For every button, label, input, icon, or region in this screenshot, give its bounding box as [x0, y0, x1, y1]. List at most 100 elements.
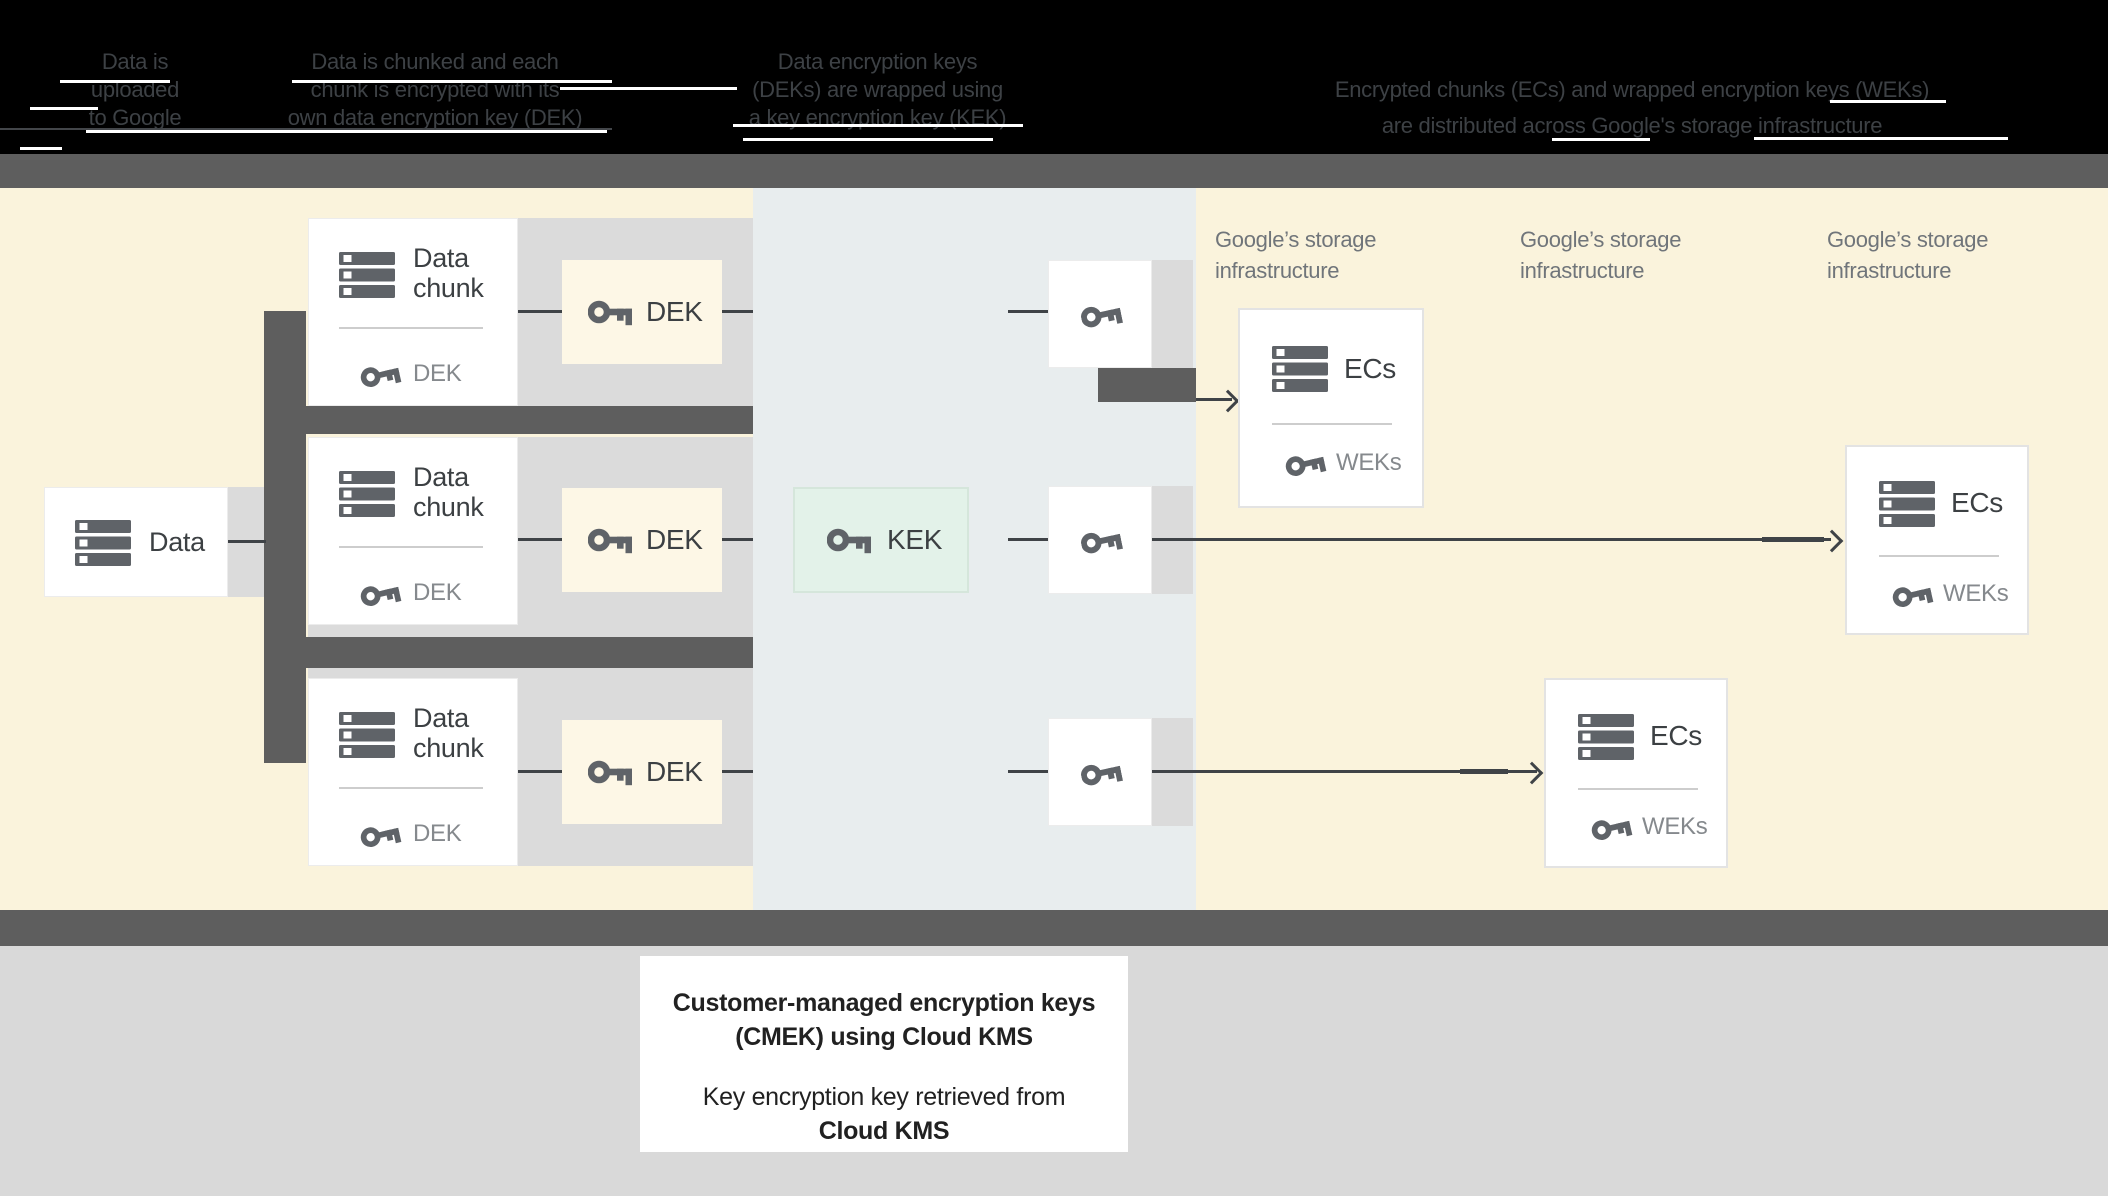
key-icon — [1587, 810, 1634, 847]
divider-line — [1272, 423, 1392, 425]
header-col-distribution: Encrypted chunks (ECs) and wrapped encry… — [1306, 72, 1958, 144]
divider-line — [1578, 788, 1698, 790]
divider-line — [1879, 555, 1999, 557]
divider-band-top — [0, 154, 2108, 188]
weks-label: WEKs — [1943, 580, 2009, 607]
key-icon — [356, 817, 403, 854]
connector-line — [1008, 770, 1048, 773]
key-icon — [1078, 522, 1123, 560]
connector-line — [1008, 310, 1048, 313]
header-text-line: Data encryption keys — [777, 49, 978, 74]
header-streak — [60, 80, 170, 83]
header-text-line: (DEKs) are wrapped using — [752, 77, 1003, 102]
arrow-line-seam — [1762, 537, 1824, 542]
header-streak — [292, 80, 612, 83]
header-streak — [733, 124, 1023, 127]
chunk-title: Data — [413, 462, 469, 492]
ecs-box-label: ECs — [1344, 353, 1396, 384]
chunk-title: chunk — [413, 492, 484, 522]
header-col-chunking: Data is chunked and each chunk is encryp… — [240, 48, 630, 132]
data-chunk-box: Data chunk DEK — [308, 678, 518, 866]
chunk-dek-label: DEK — [413, 820, 462, 847]
kek-box: KEK — [793, 487, 969, 593]
divider-line — [339, 787, 483, 789]
server-icon — [75, 520, 131, 566]
data-flow-branch — [1098, 368, 1196, 402]
cmek-info-line: Key encryption key retrieved from — [702, 1083, 1066, 1111]
storage-infrastructure-label: Google’s storage infrastructure — [1520, 224, 1780, 286]
key-icon — [588, 524, 632, 556]
storage-infrastructure-label: Google’s storage infrastructure — [1827, 224, 2087, 286]
chunk-title: chunk — [413, 733, 484, 763]
dek-box: DEK — [562, 260, 722, 364]
data-box: Data — [44, 487, 228, 597]
header-text-line: own data encryption key (DEK) — [287, 105, 583, 130]
header-streak — [20, 147, 62, 150]
connector-line — [518, 770, 562, 773]
server-icon — [339, 252, 395, 298]
server-icon — [339, 712, 395, 758]
key-icon — [1281, 446, 1328, 483]
arrowhead-icon — [1216, 389, 1240, 413]
arrowhead-icon — [1520, 761, 1544, 785]
dek-box: DEK — [562, 488, 722, 592]
key-icon — [1888, 577, 1935, 614]
diagram-area: Data Data chunk DEK Data chunk DEK — [0, 188, 2108, 910]
server-icon — [1879, 481, 1935, 527]
ecs-box: ECs WEKs — [1238, 308, 1424, 508]
storage-label-line: Google’s storage — [1215, 227, 1377, 252]
connector-line — [226, 540, 266, 543]
header-text-line: Data is — [101, 49, 169, 74]
key-icon — [588, 296, 632, 328]
header-text-line: to Google — [88, 105, 182, 130]
key-row-track — [1150, 260, 1193, 368]
header-col-upload: Data is uploaded to Google — [40, 48, 230, 132]
arrow-line — [1152, 770, 1537, 773]
arrow-line — [1196, 398, 1232, 401]
chunk-dek-label: DEK — [413, 579, 462, 606]
cmek-info-box: Customer-managed encryption keys (CMEK) … — [640, 956, 1128, 1152]
header-streak — [30, 107, 98, 110]
key-icon — [827, 524, 871, 556]
weks-label: WEKs — [1642, 813, 1708, 840]
divider-line — [339, 546, 483, 548]
data-flow-trunk — [264, 311, 306, 763]
ecs-box: ECs WEKs — [1544, 678, 1728, 868]
header-text-line: Encrypted chunks (ECs) and wrapped encry… — [1334, 77, 1930, 102]
connector-line — [1008, 538, 1048, 541]
data-chunk-box: Data chunk DEK — [308, 218, 518, 406]
dek-box-label: DEK — [646, 756, 703, 787]
kek-box-label: KEK — [887, 524, 943, 555]
server-icon — [1272, 346, 1328, 392]
storage-label-line: Google’s storage — [1520, 227, 1682, 252]
cmek-info-line: Customer-managed encryption keys — [672, 989, 1096, 1017]
arrow-line-seam — [1460, 769, 1508, 774]
data-flow-branch — [264, 637, 753, 668]
connector-line — [722, 770, 753, 773]
storage-label-line: infrastructure — [1827, 258, 1952, 283]
header-streak — [1754, 137, 2008, 140]
divider-band-bottom — [0, 910, 2108, 946]
chunk-title: Data — [413, 703, 469, 733]
chunk-title: Data — [413, 243, 469, 273]
wrapped-key-box — [1048, 260, 1152, 368]
info-spacer — [640, 1054, 1128, 1080]
header-underline — [0, 128, 612, 130]
dek-box-label: DEK — [646, 296, 703, 327]
cmek-info-line: (CMEK) using Cloud KMS — [735, 1023, 1033, 1051]
storage-label-line: Google’s storage — [1827, 227, 1989, 252]
divider-line — [339, 327, 483, 329]
chunk-dek-label: DEK — [413, 360, 462, 387]
ecs-box: ECs WEKs — [1845, 445, 2029, 635]
arrow-line — [1152, 538, 1831, 541]
connector-line — [518, 538, 562, 541]
wrapped-key-box — [1048, 718, 1152, 826]
key-icon — [588, 756, 632, 788]
footer-area: Customer-managed encryption keys (CMEK) … — [0, 946, 2108, 1196]
storage-infrastructure-label: Google’s storage infrastructure — [1215, 224, 1475, 286]
weks-label: WEKs — [1336, 449, 1402, 476]
key-icon — [356, 576, 403, 613]
data-chunk-box: Data chunk DEK — [308, 437, 518, 625]
header-streak — [1552, 138, 1650, 141]
